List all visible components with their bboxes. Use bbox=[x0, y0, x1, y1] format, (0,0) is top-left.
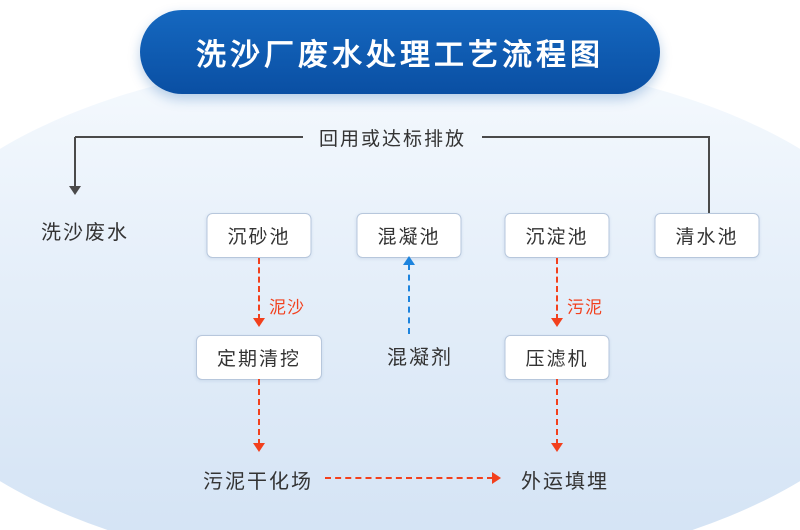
recycle-line-left-drop bbox=[74, 137, 76, 187]
edge-label-sediment: 泥沙 bbox=[269, 298, 305, 317]
node-landfill: 外运填埋 bbox=[521, 471, 609, 493]
node-coagulant: 混凝剂 bbox=[387, 347, 453, 369]
arrow-up-icon bbox=[403, 256, 415, 265]
arrow-drying-to-landfill bbox=[325, 477, 493, 479]
recycle-line: 回用或达标排放 bbox=[75, 126, 711, 150]
arrow-down-icon bbox=[253, 443, 265, 452]
arrow-right-icon bbox=[492, 472, 501, 484]
recycle-line-right-drop bbox=[708, 137, 710, 214]
node-clearwater-tank: 清水池 bbox=[654, 213, 760, 258]
arrow-down-icon bbox=[253, 318, 265, 327]
arrow-press-to-landfill bbox=[556, 379, 558, 445]
node-sludge-drying-yard: 污泥干化场 bbox=[203, 471, 313, 493]
recycle-line-label: 回用或达标排放 bbox=[319, 128, 467, 150]
node-periodic-cleaning: 定期清挖 bbox=[195, 335, 323, 380]
arrow-down-icon bbox=[551, 318, 563, 327]
arrow-down-icon bbox=[69, 186, 81, 195]
node-sedimentation-tank: 沉淀池 bbox=[504, 213, 610, 258]
background-shape bbox=[0, 55, 800, 530]
diagram-title-banner: 洗沙厂废水处理工艺流程图 bbox=[140, 10, 660, 94]
edge-label-sludge: 污泥 bbox=[567, 298, 603, 317]
arrow-sedimentation-to-press bbox=[556, 258, 558, 320]
node-coagulation-tank: 混凝池 bbox=[356, 213, 462, 258]
arrow-coagulant-to-coagulation bbox=[408, 264, 410, 334]
node-source-wastewater: 洗沙废水 bbox=[41, 222, 129, 244]
recycle-line-left-segment bbox=[75, 136, 303, 138]
arrow-grit-to-cleaning bbox=[258, 258, 260, 320]
diagram-title: 洗沙厂废水处理工艺流程图 bbox=[196, 39, 604, 72]
recycle-line-right-segment bbox=[482, 136, 711, 138]
arrow-cleaning-to-drying bbox=[258, 379, 260, 445]
arrow-down-icon bbox=[551, 443, 563, 452]
node-grit-chamber: 沉砂池 bbox=[206, 213, 312, 258]
node-filter-press: 压滤机 bbox=[504, 335, 610, 380]
